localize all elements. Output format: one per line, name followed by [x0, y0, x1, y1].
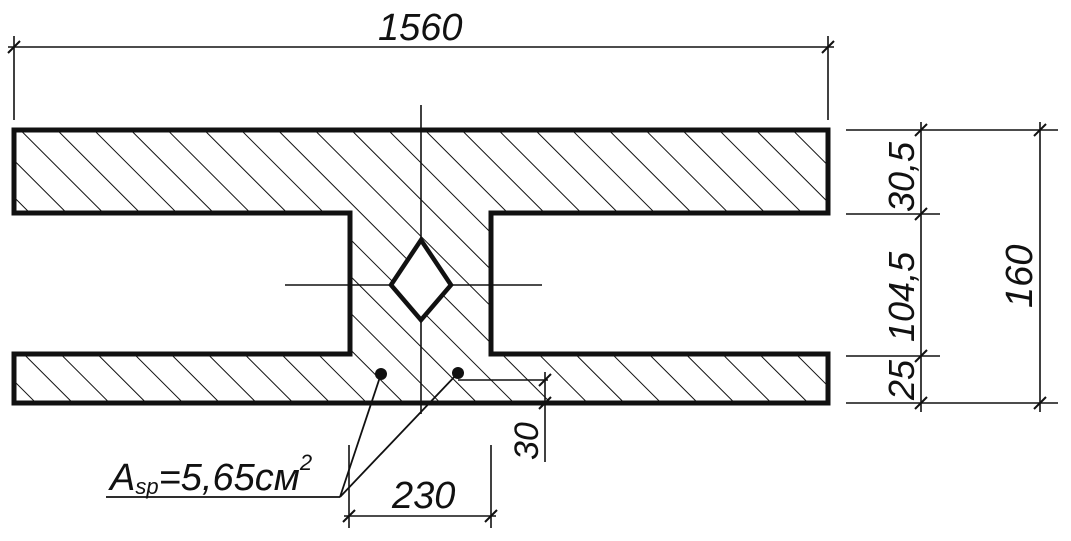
top-flange-dim-label: 30,5: [881, 141, 922, 212]
width-dim-label: 1560: [378, 7, 463, 49]
layers-tick-4: [914, 396, 928, 410]
leader-line-right: [339, 372, 459, 498]
rebar-area-label: Asp=5,65см2: [108, 450, 312, 499]
rebar-area-symbol: A: [108, 457, 135, 499]
cover-tick-bottom: [538, 396, 552, 410]
width-tick-right: [821, 40, 835, 54]
spacing-tick-left: [342, 509, 356, 523]
spacing-dim-label: 230: [391, 475, 455, 517]
rebar-area-exponent: 2: [299, 450, 312, 475]
bottom-flange-dim-label: 25: [881, 359, 922, 401]
layers-tick-1: [914, 123, 928, 137]
rebar-area-value: =5,65см: [159, 457, 300, 499]
diamond-void: [388, 235, 454, 324]
cover-dim-label: 30: [508, 422, 546, 460]
layers-tick-3: [914, 349, 928, 363]
leader-line-left: [339, 373, 382, 498]
layers-tick-2: [914, 207, 928, 221]
spacing-tick-right: [484, 509, 498, 523]
total-height-dim-label: 160: [999, 245, 1041, 308]
rebar-area-subscript: sp: [135, 474, 158, 499]
cover-tick-top: [538, 373, 552, 387]
web-height-dim-label: 104,5: [881, 251, 922, 342]
height-tick-top: [1033, 123, 1047, 137]
height-tick-bottom: [1033, 396, 1047, 410]
width-tick-left: [7, 40, 21, 54]
